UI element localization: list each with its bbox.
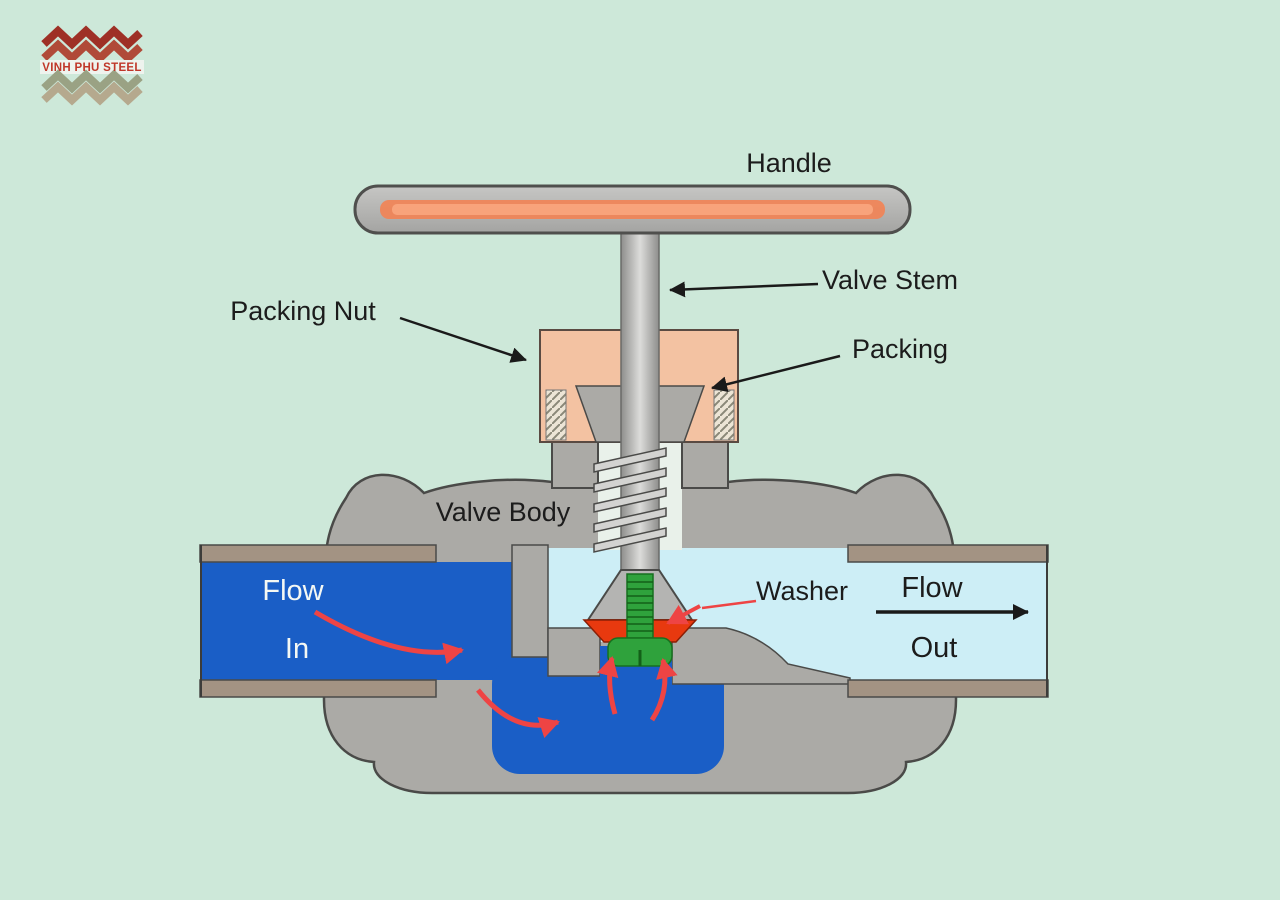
label-packing: Packing	[852, 334, 948, 364]
bonnet-neck-right	[681, 439, 729, 489]
packing-nut-arrow	[399, 316, 527, 363]
flow-arrow-4	[649, 658, 678, 722]
stud-thread-lines	[627, 581, 653, 632]
flow-arrow-3	[596, 656, 619, 715]
handle-accent-core	[392, 204, 873, 215]
stem-threads	[593, 447, 667, 553]
seat-left	[547, 627, 601, 677]
outlet-pipe-wall-bottom	[847, 679, 1049, 698]
outlet-pipe-wall-top	[847, 544, 1049, 563]
label-washer: Washer	[756, 576, 848, 606]
valve-seat-structures	[511, 544, 851, 685]
partition-wall	[511, 544, 549, 658]
packing-material-left	[545, 389, 567, 441]
logo-text-band	[40, 60, 144, 74]
label-flow-out-line1: Flow	[901, 572, 963, 604]
flow-arrow-2	[476, 688, 560, 739]
pipe-walls	[199, 544, 1049, 698]
logo: VINH PHU STEEL	[40, 25, 144, 106]
inlet-pipe-wall-top	[199, 544, 437, 563]
packing-material-right	[713, 389, 735, 441]
label-packing-nut: Packing Nut	[230, 296, 376, 326]
label-flow-out-line2: Out	[911, 632, 958, 664]
logo-text: VINH PHU STEEL	[42, 62, 141, 74]
label-valve-body: Valve Body	[436, 497, 571, 527]
label-handle: Handle	[746, 148, 832, 178]
bonnet-neck-left	[551, 439, 599, 489]
packing-arrow	[711, 354, 841, 393]
inlet-pipe-wall-bottom	[199, 679, 437, 698]
flow-arrow-1	[313, 609, 464, 665]
flow-path-arrows	[313, 604, 701, 739]
outlet-pipe-interior	[848, 562, 1048, 680]
washer-pointer-arrow	[666, 604, 701, 625]
logo-zigzag-icon	[40, 25, 144, 106]
valve-stem-arrow	[669, 281, 819, 298]
label-leader-arrows	[399, 281, 1029, 620]
inlet-pipe-interior	[200, 562, 512, 680]
disc-stud	[626, 573, 654, 639]
label-valve-stem: Valve Stem	[822, 265, 958, 295]
bonnet-neck	[551, 439, 729, 489]
label-flow-in-line1: Flow	[262, 575, 324, 607]
washer-leader-line	[701, 599, 757, 610]
label-flow-in-line2: In	[285, 633, 309, 665]
